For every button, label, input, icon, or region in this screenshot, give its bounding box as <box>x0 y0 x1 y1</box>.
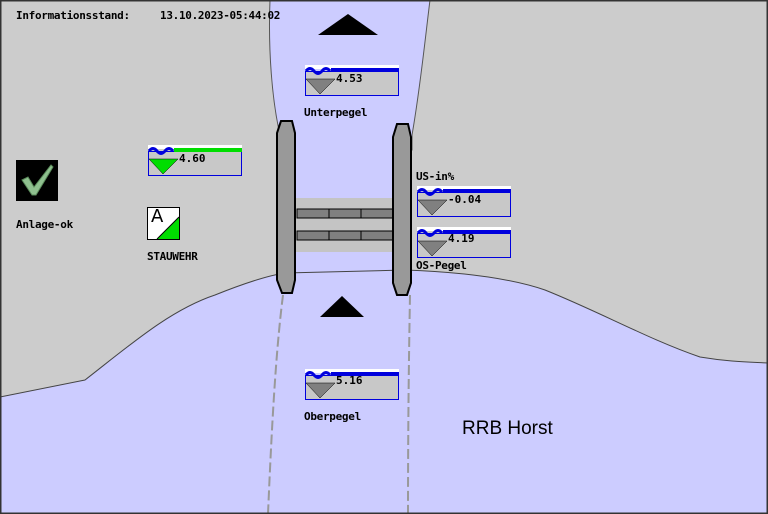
water-level-icon <box>305 371 336 399</box>
gauge-stauwehr[interactable]: 4.60 <box>148 145 242 176</box>
weir-gate-upper[interactable] <box>296 208 394 219</box>
gauge-top <box>417 186 511 190</box>
gauge-value: 4.60 <box>179 152 206 165</box>
mode-letter: A <box>151 207 164 227</box>
channel-boundary-left <box>267 294 284 514</box>
pier-left <box>276 120 296 294</box>
gauge-top <box>417 227 511 231</box>
gauge-unterpegel[interactable]: 4.53 <box>305 65 399 96</box>
level-bar <box>443 230 511 234</box>
gauge-value: -0.04 <box>448 193 482 206</box>
gauge-label-oberpegel: Oberpegel <box>304 410 361 423</box>
stauwehr-label: STAUWEHR <box>147 250 198 263</box>
gauge-label-us-in-percent: US-in% <box>416 170 454 183</box>
gauge-label-os-pegel: OS-Pegel <box>416 259 467 272</box>
level-bar <box>331 68 399 72</box>
water-level-icon <box>305 67 336 95</box>
level-bar <box>174 148 242 152</box>
gauge-label-unterpegel: Unterpegel <box>304 106 368 119</box>
checkmark-icon <box>21 164 54 196</box>
gauge-top <box>148 145 242 149</box>
stauwehr-mode-button[interactable]: A <box>147 207 180 240</box>
status-ok-label: Anlage-ok <box>16 218 73 231</box>
gauge-os-pegel[interactable]: 4.19 <box>417 227 511 258</box>
water-level-icon <box>148 147 179 175</box>
weir-body <box>295 198 395 252</box>
weir-gate-lower[interactable] <box>296 230 394 241</box>
gauge-oberpegel[interactable]: 5.16 <box>305 369 399 400</box>
channel-boundary-right <box>407 294 411 514</box>
gauge-value: 4.53 <box>336 72 363 85</box>
water-level-icon <box>417 188 448 216</box>
level-bar <box>331 372 399 376</box>
level-bar <box>443 189 511 193</box>
site-name: RRB Horst <box>462 418 553 439</box>
flow-arrow-bottom-icon <box>320 296 364 317</box>
flow-arrow-top-icon <box>318 14 378 35</box>
info-label: Informationsstand: <box>16 9 130 22</box>
automatic-mode-icon <box>156 216 179 239</box>
water-level-icon <box>417 229 448 257</box>
gauge-top <box>305 369 399 373</box>
gauge-value: 5.16 <box>336 374 363 387</box>
gauge-us-in-percent[interactable]: -0.04 <box>417 186 511 217</box>
status-ok-indicator[interactable] <box>16 160 58 201</box>
pier-right <box>392 123 412 296</box>
gauge-value: 4.19 <box>448 232 475 245</box>
gauge-top <box>305 65 399 69</box>
info-timestamp: 13.10.2023-05:44:02 <box>160 9 281 22</box>
